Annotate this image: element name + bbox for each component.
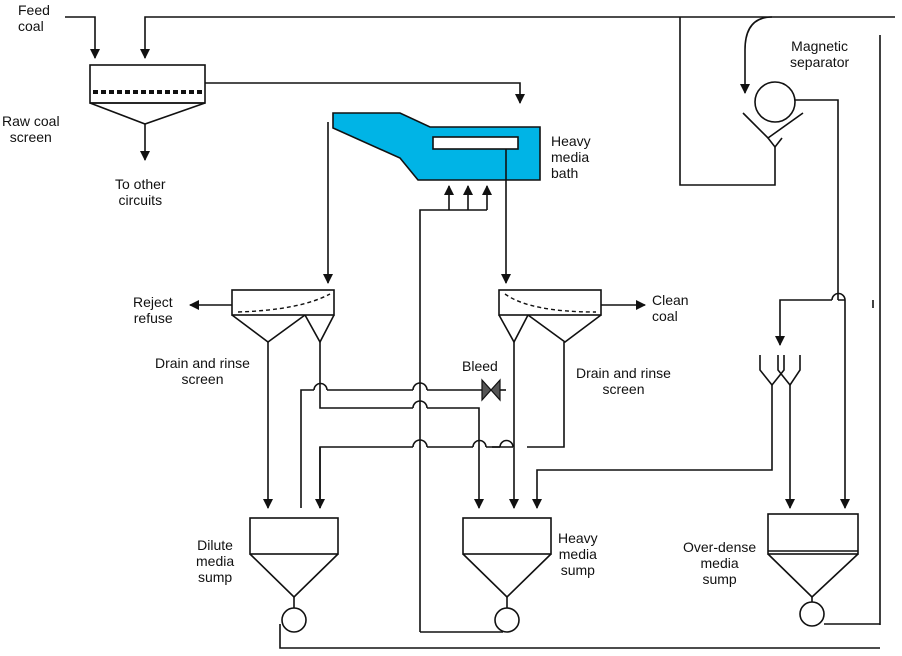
screen-to-bath-line bbox=[205, 82, 525, 104]
over-dense-media-sump bbox=[767, 513, 880, 627]
drain-rinse-screen-right bbox=[498, 289, 646, 344]
label-bleed: Bleed bbox=[462, 358, 498, 374]
rinse-to-heavy-sump bbox=[470, 407, 484, 509]
return-to-dilute-line bbox=[319, 446, 492, 508]
right-rinse-line bbox=[492, 342, 565, 448]
feed-coal-line bbox=[65, 16, 100, 59]
heavy-media-return bbox=[419, 209, 449, 632]
mag-to-splitter bbox=[780, 299, 845, 345]
raw-coal-screen bbox=[89, 64, 206, 161]
magnetic-separator bbox=[679, 16, 839, 300]
drain-rinse-screen-left bbox=[189, 289, 335, 344]
heavy-media-bath bbox=[332, 112, 541, 211]
dilute-media-sump bbox=[249, 517, 880, 649]
splitter bbox=[532, 355, 801, 509]
left-rinse-line bbox=[319, 342, 470, 409]
heavy-media-sump bbox=[462, 517, 552, 633]
bleed-valve bbox=[481, 378, 501, 402]
bleed-line bbox=[300, 389, 482, 508]
top-return-line bbox=[140, 16, 895, 59]
